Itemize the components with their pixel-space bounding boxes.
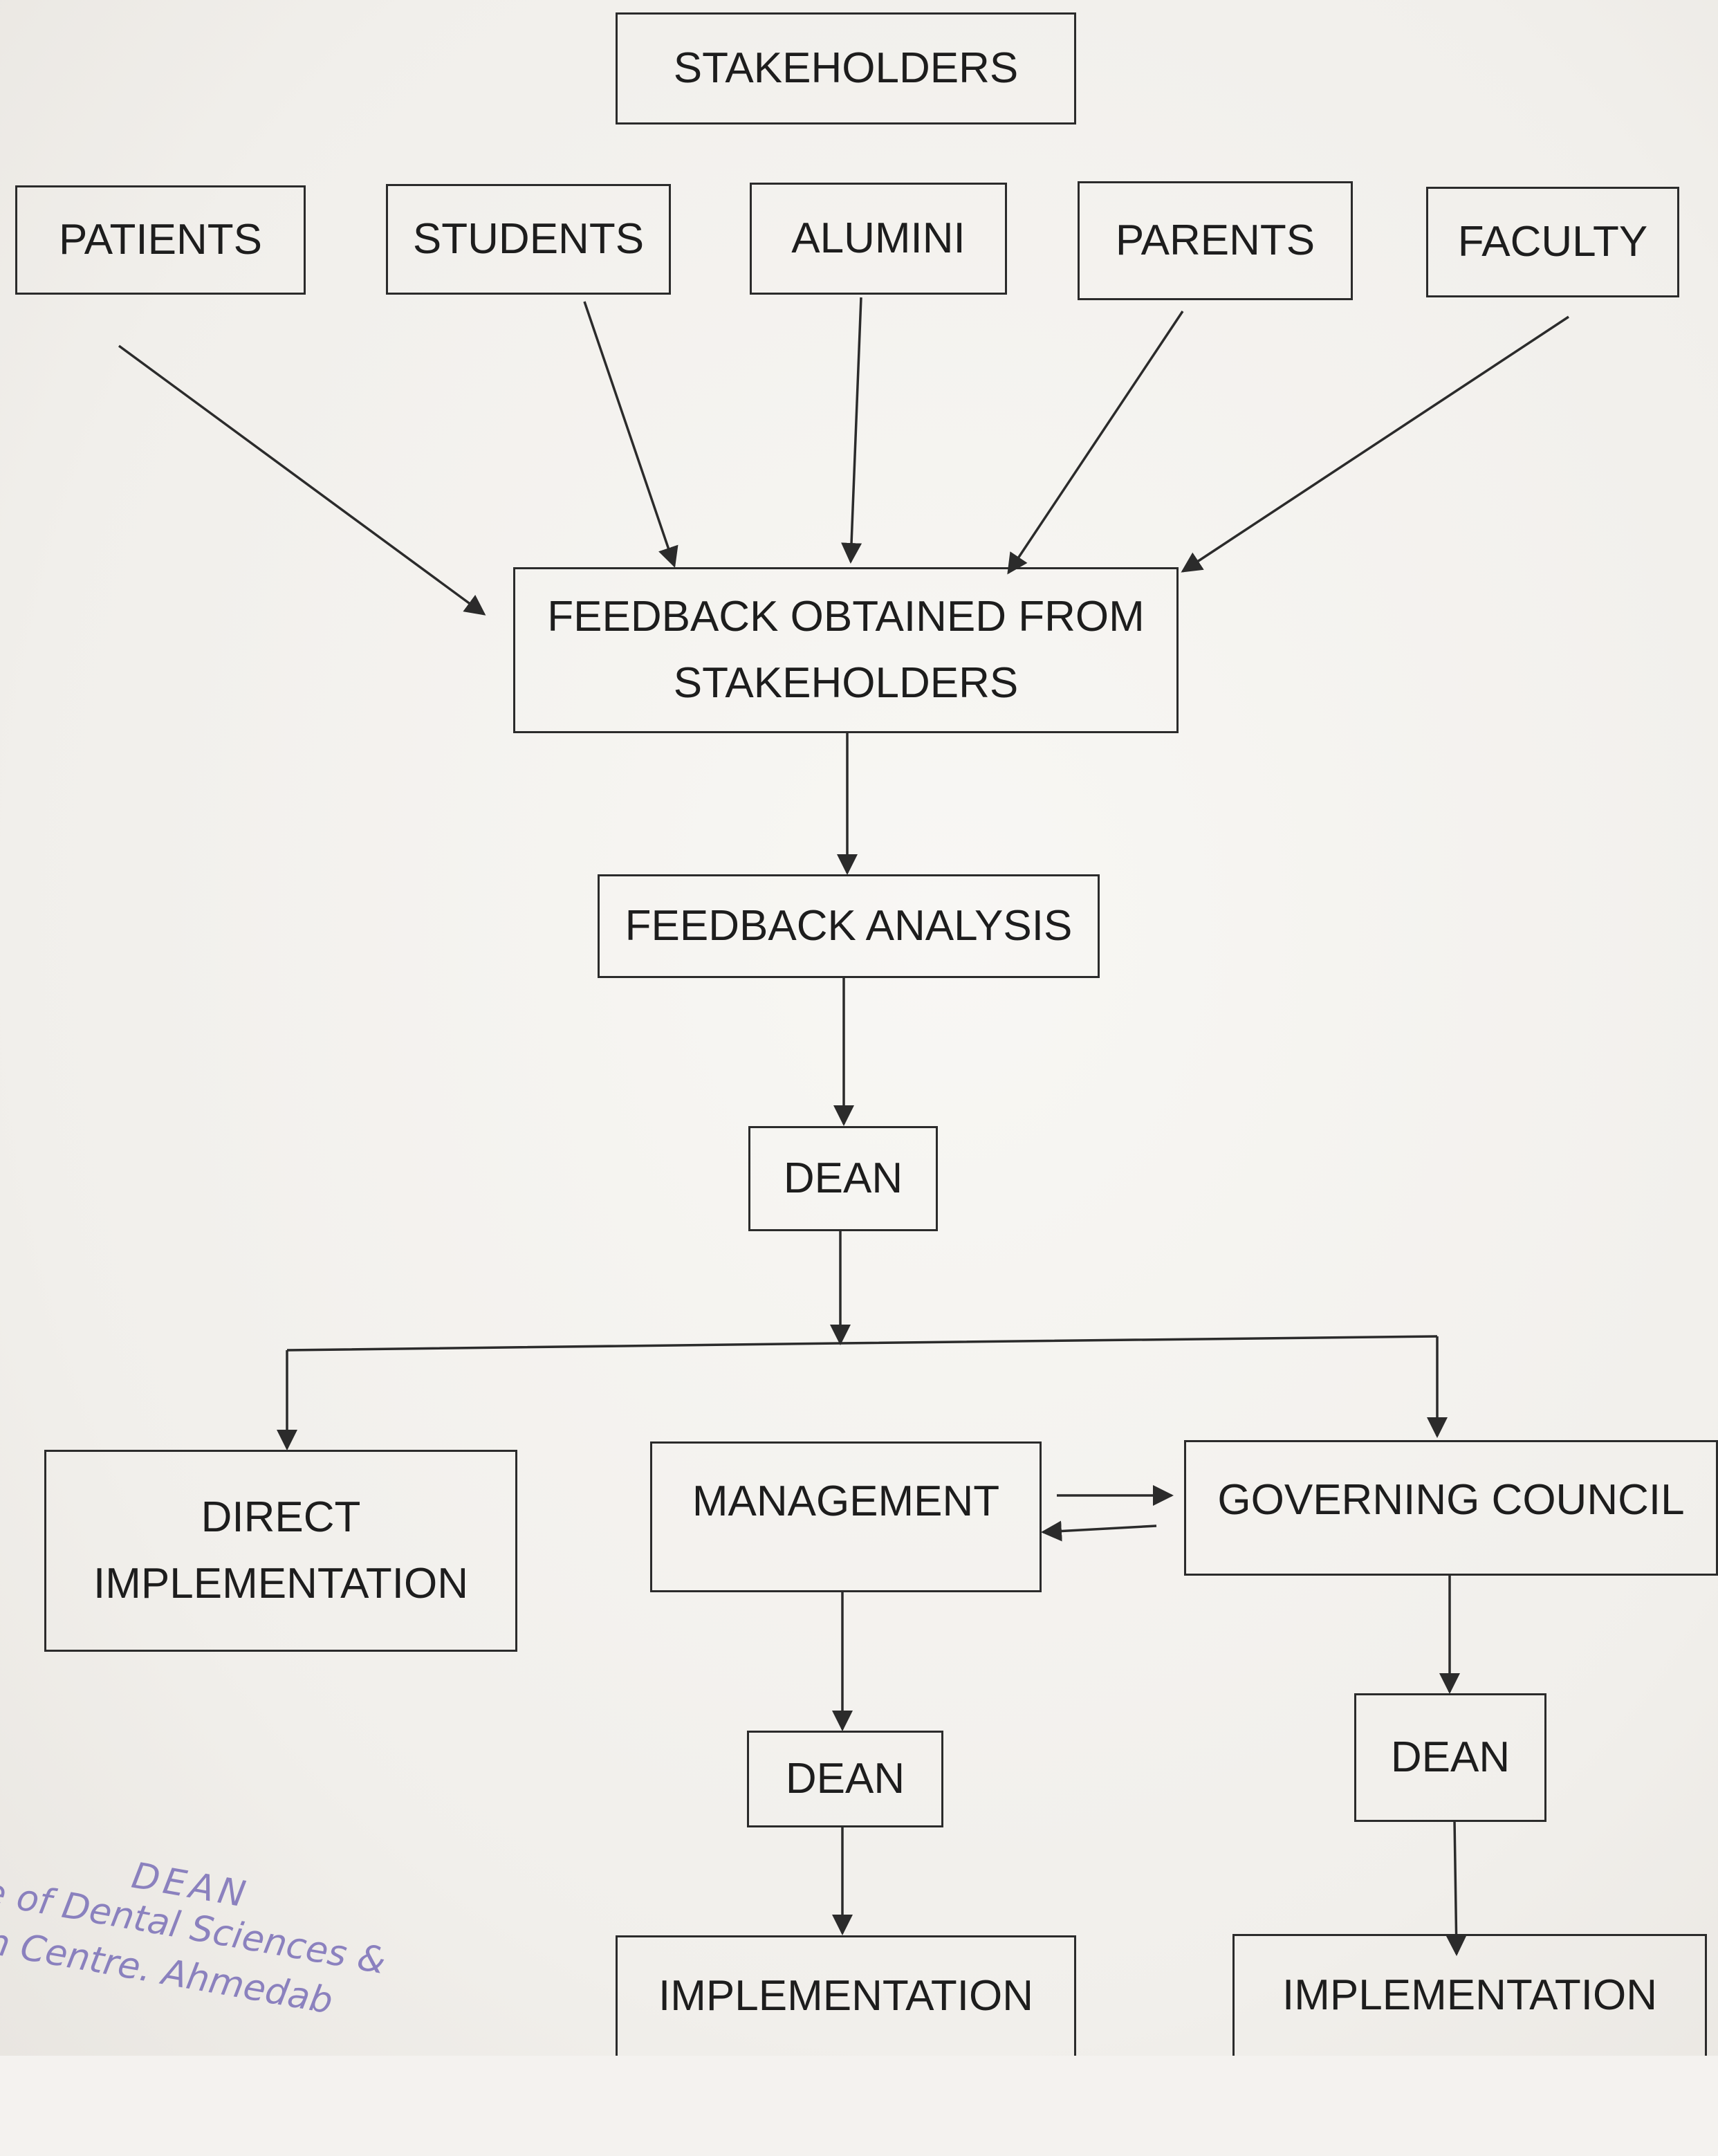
- arrow-dean-to-implementation-right: [1445, 1820, 1467, 1956]
- stakeholders-title-box: STAKEHOLDERS: [616, 12, 1076, 125]
- stakeholder-alumini: ALUMINI: [750, 183, 1007, 295]
- dean-management-box: DEAN: [747, 1731, 943, 1827]
- stakeholder-label: FACULTY: [1457, 217, 1648, 266]
- direct-implementation-line1: DIRECT: [201, 1493, 361, 1541]
- stakeholder-label: PARENTS: [1115, 216, 1315, 264]
- implementation-left-label: IMPLEMENTATION: [658, 1972, 1033, 2020]
- stakeholder-patients: PATIENTS: [15, 185, 306, 295]
- dean-management-label: DEAN: [785, 1754, 905, 1803]
- stakeholder-students: STUDENTS: [386, 184, 671, 295]
- branch-bar: [286, 1335, 1438, 1352]
- management-label: MANAGEMENT: [692, 1477, 1000, 1525]
- arrow-patients-to-feedback: [118, 344, 486, 616]
- feedback-obtained-line1: FEEDBACK OBTAINED FROM: [547, 592, 1145, 641]
- feedback-obtained-line2: STAKEHOLDERS: [673, 659, 1019, 707]
- arrow-students-to-feedback: [583, 301, 678, 568]
- governing-council-label: GOVERNING COUNCIL: [1217, 1476, 1685, 1524]
- dean-label: DEAN: [783, 1154, 903, 1202]
- arrow-alumini-to-feedback: [841, 297, 862, 564]
- implementation-right-box: IMPLEMENTATION: [1232, 1934, 1707, 2056]
- stakeholder-label: PATIENTS: [59, 215, 262, 264]
- feedback-analysis-box: FEEDBACK ANALYSIS: [598, 874, 1100, 978]
- dean-council-label: DEAN: [1390, 1733, 1511, 1781]
- stakeholder-faculty: FACULTY: [1426, 187, 1679, 297]
- connector-layer: [118, 297, 1569, 1956]
- dean-box: DEAN: [748, 1126, 938, 1231]
- arrow-council-to-management: [1041, 1520, 1157, 1542]
- implementation-right-label: IMPLEMENTATION: [1282, 1971, 1657, 2020]
- feedback-analysis-label: FEEDBACK ANALYSIS: [625, 901, 1073, 950]
- governing-council-box: GOVERNING COUNCIL: [1184, 1440, 1718, 1576]
- implementation-left-box: IMPLEMENTATION: [616, 1935, 1076, 2056]
- management-box: MANAGEMENT: [650, 1441, 1042, 1592]
- direct-implementation-box: DIRECT IMPLEMENTATION: [44, 1450, 517, 1652]
- dean-council-box: DEAN: [1354, 1693, 1546, 1822]
- stakeholder-label: ALUMINI: [791, 214, 966, 262]
- feedback-obtained-box: FEEDBACK OBTAINED FROM STAKEHOLDERS: [513, 567, 1179, 733]
- document-page: STAKEHOLDERS PATIENTS STUDENTS ALUMINI P…: [0, 0, 1718, 2056]
- stakeholder-parents: PARENTS: [1078, 181, 1353, 300]
- arrow-parents-to-feedback: [1007, 311, 1184, 575]
- stakeholders-title: STAKEHOLDERS: [673, 44, 1019, 92]
- arrow-faculty-to-feedback: [1181, 315, 1569, 573]
- stakeholder-label: STUDENTS: [412, 214, 645, 263]
- direct-implementation-line2: IMPLEMENTATION: [93, 1560, 468, 1607]
